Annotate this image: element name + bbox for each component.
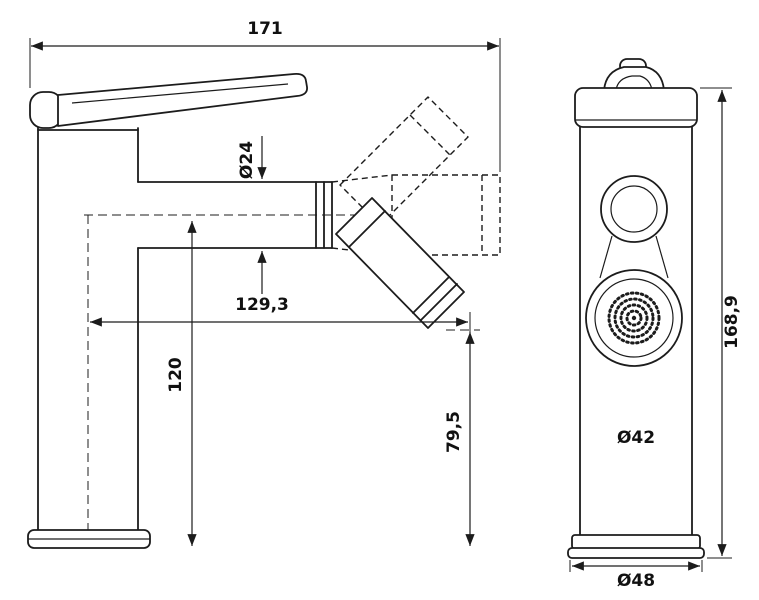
spray-head-ring (348, 210, 386, 248)
dimension-48-extensions (569, 560, 703, 572)
aerator-dot-ring-1 (607, 291, 661, 345)
dimension-spout-reach: 129,3 (90, 295, 471, 336)
front-handle-inner-arc (615, 75, 653, 91)
handle-arm-highlight (71, 83, 289, 104)
aerator-dot-ring-3 (619, 303, 649, 333)
dimension-1689-label: 168,9 (722, 295, 742, 349)
dimension-spout-diameter: Ø24 (237, 136, 267, 294)
dimension-42-label: Ø42 (617, 428, 655, 448)
aerator-ring-circle (594, 278, 674, 358)
front-joint-connectors (599, 235, 669, 279)
dimension-171-extensions (29, 38, 501, 172)
front-top-plate (574, 87, 698, 128)
spout-joint-rings (315, 181, 333, 249)
handle-arm (57, 72, 308, 127)
spout-dashed-up-cap (409, 114, 451, 156)
aerator-dot-ring-2 (613, 297, 655, 339)
dimension-171-label: 171 (247, 19, 283, 39)
spout-dashed-up-position (339, 96, 469, 226)
dimension-795-label: 79,5 (444, 411, 464, 453)
dimension-48-label: Ø48 (617, 571, 655, 591)
aerator-dot-ring-4 (625, 309, 643, 327)
dimension-overall-width: 171 (29, 19, 501, 172)
dimension-outlet-height: 79,5 (444, 329, 480, 546)
dimension-overall-height: 168,9 (700, 87, 742, 559)
front-body-edges (579, 126, 693, 536)
dimension-120-label: 120 (166, 357, 186, 393)
front-joint-inner-circle (610, 185, 658, 233)
dimension-1293-label: 129,3 (235, 295, 289, 315)
dimension-base-diameter: Ø48 (569, 560, 703, 591)
front-joint (599, 175, 669, 279)
spout (137, 181, 465, 329)
spray-head (335, 197, 465, 329)
aerator-center-dot (631, 315, 637, 321)
spray-head-cap-lines (412, 276, 458, 321)
side-view: 171 Ø24 129,3 120 79,5 (27, 19, 501, 549)
front-view: 168,9 Ø42 Ø48 (567, 58, 742, 591)
dimension-spout-center-height: 120 (166, 221, 197, 546)
front-handle-dome (603, 66, 665, 91)
dimension-24-label: Ø24 (237, 141, 257, 179)
front-handle (603, 58, 665, 91)
front-aerator (585, 269, 683, 367)
handle-lever (29, 72, 308, 129)
front-base-flange (571, 534, 701, 550)
front-base (567, 534, 705, 559)
front-base-plate (567, 547, 705, 559)
dimension-1689-extensions (700, 87, 732, 559)
